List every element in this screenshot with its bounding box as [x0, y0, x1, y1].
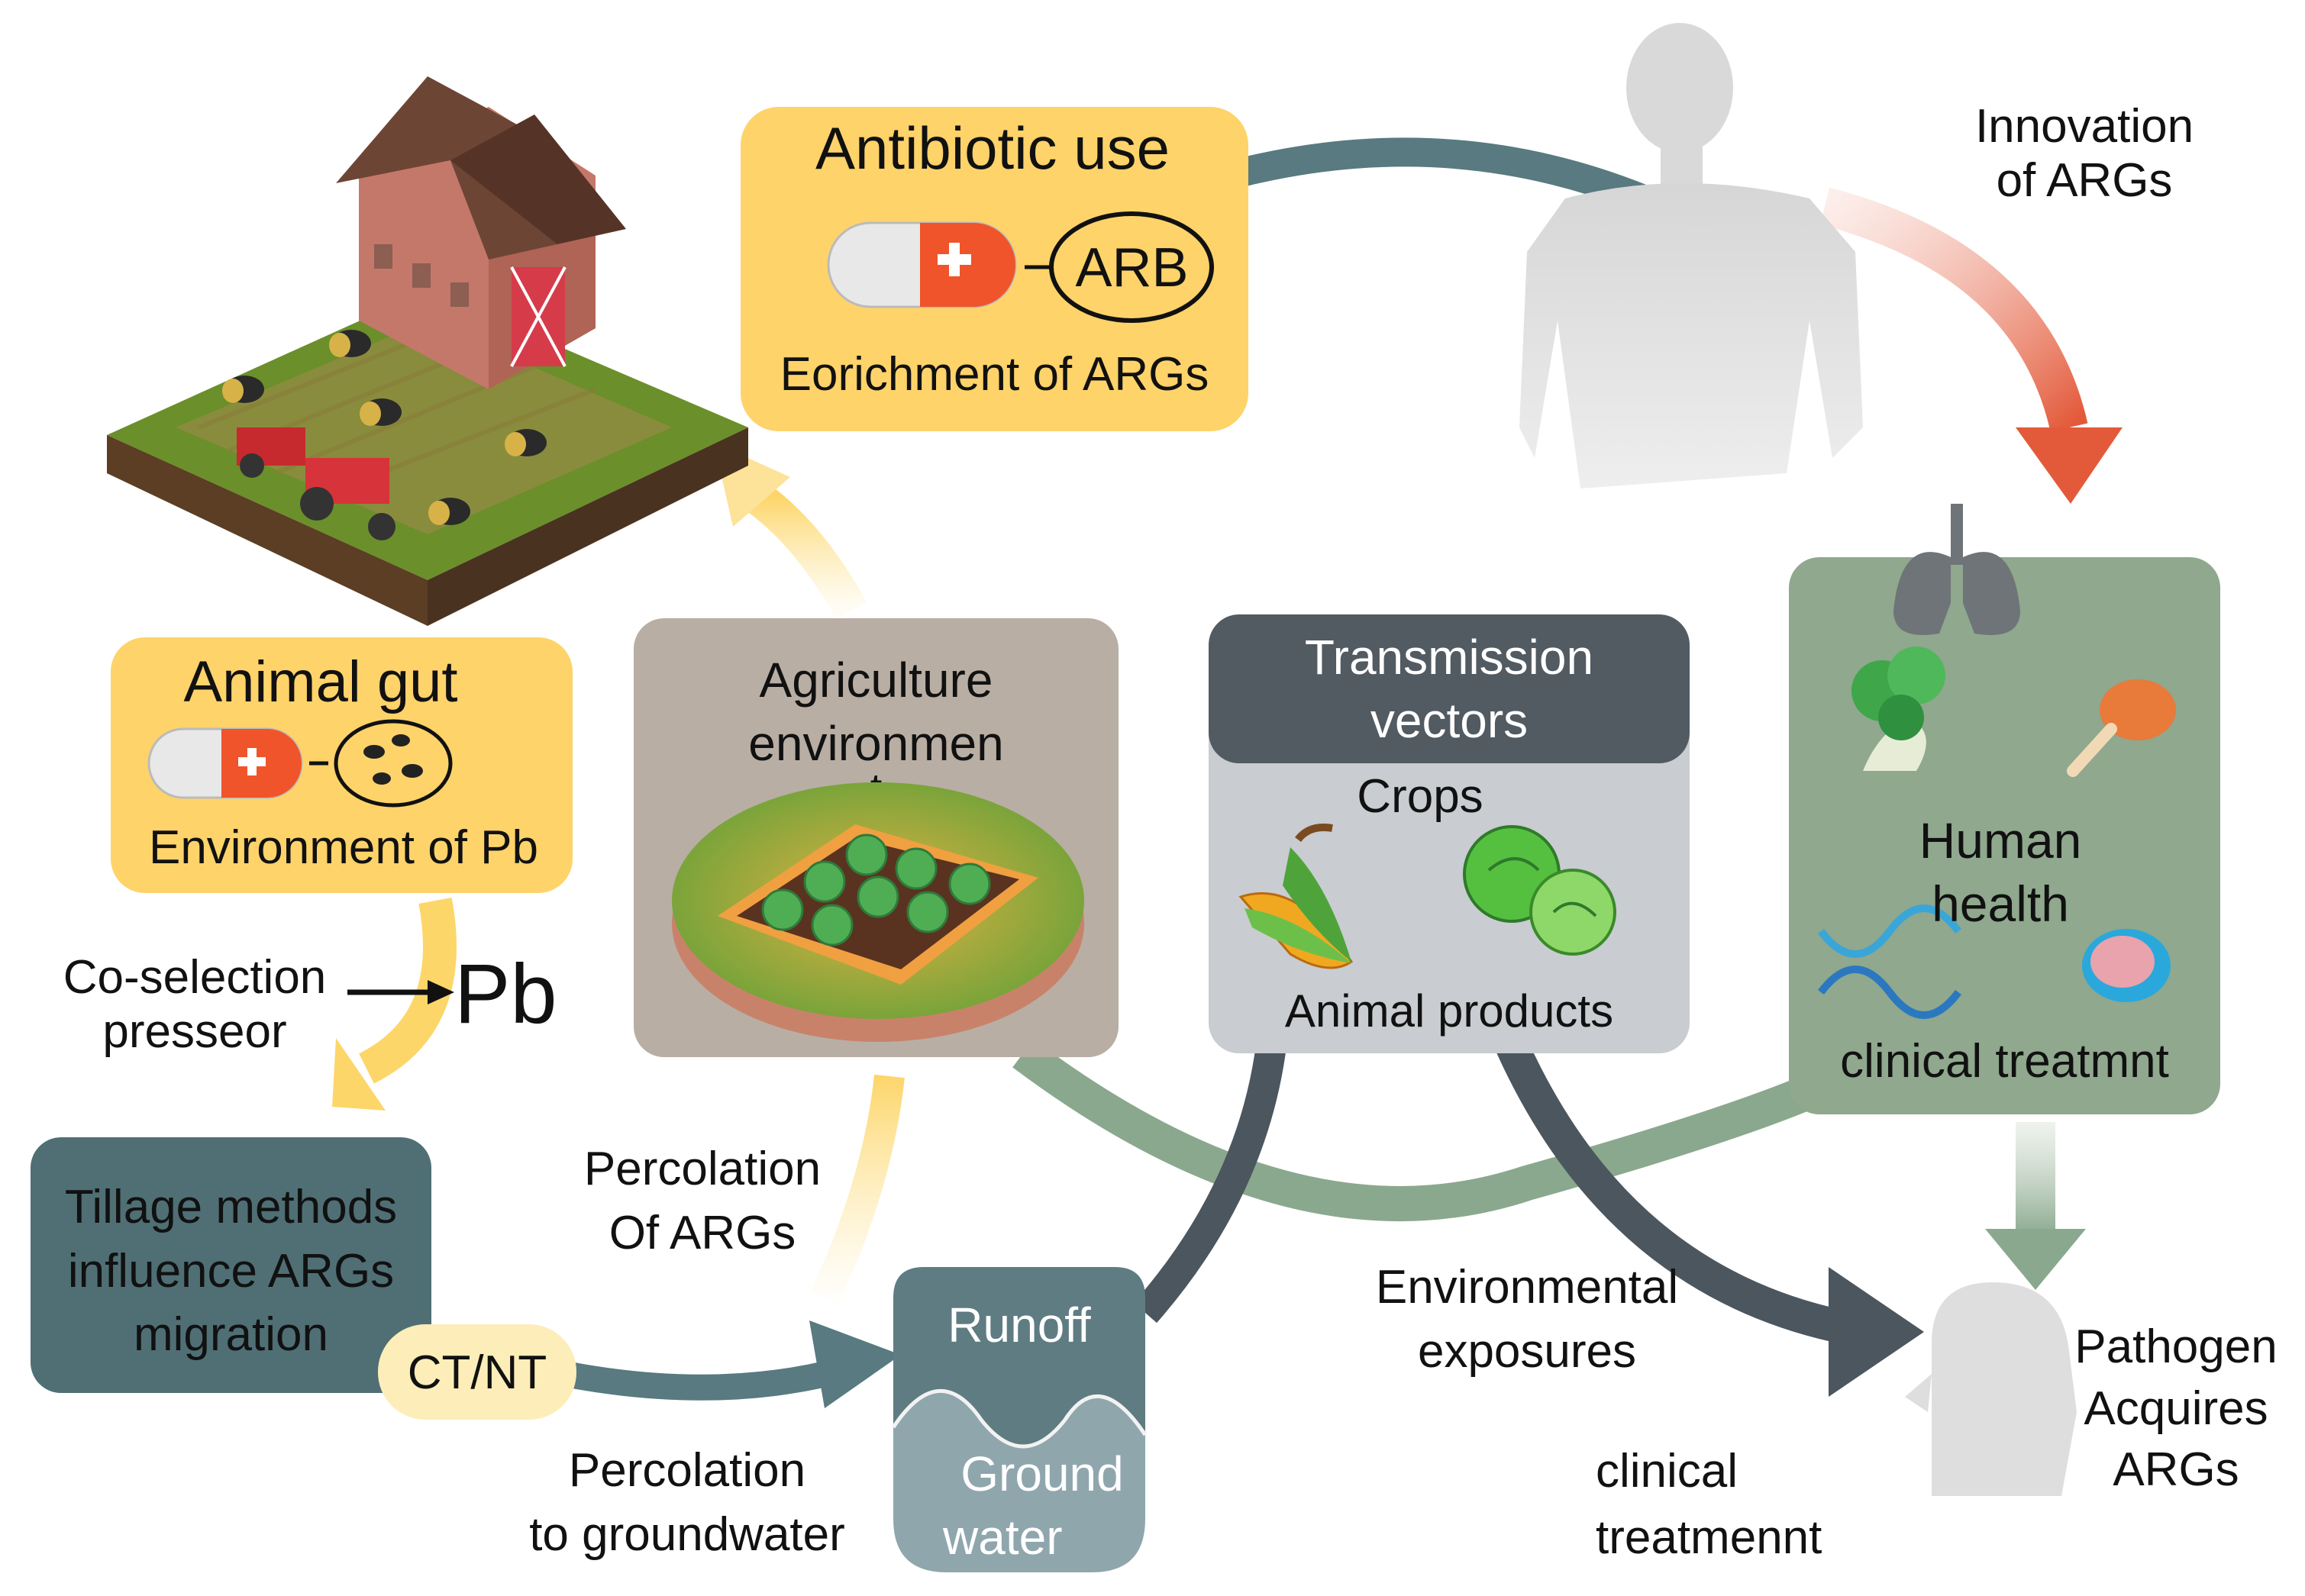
innovation-of-args-label: Innovation of ARGs — [1939, 99, 2229, 208]
arb-label: ARB — [1075, 237, 1189, 298]
percolation-to-groundwater-line2: to groundwater — [529, 1507, 845, 1561]
ct-nt-badge — [378, 1324, 576, 1420]
antibiotic-use-title: Antibiotic use — [815, 114, 1170, 182]
pathogen-line3: ARGs — [2113, 1443, 2239, 1497]
environmental-line2: exposures — [1417, 1324, 1637, 1378]
tillage-title: Tillage methods influence ARGs migration — [31, 1175, 431, 1367]
arrow-transmission-to-runoff — [1133, 1043, 1286, 1324]
arrow-green-arc — [1012, 1039, 1816, 1221]
transmission-line2: vectors — [1370, 693, 1529, 749]
innovation-line2: of ARGs — [1996, 154, 2173, 208]
arrow-innovation-of-args — [1819, 187, 2088, 432]
transmission-line1: Transmission — [1304, 630, 1594, 685]
environmental-exposures-label: Environmental exposures — [1344, 1256, 1710, 1383]
arrow-agriculture-to-antibiotic — [745, 482, 867, 620]
human-health-box — [1789, 557, 2220, 1114]
farm-illustration — [107, 76, 748, 626]
clinical-bottom-line2: treatmennt — [1596, 1511, 1822, 1564]
arrow-percolation-of-args — [810, 1074, 905, 1304]
percolation-to-groundwater-label: Percolation to groundwater — [496, 1439, 878, 1566]
percolation-to-groundwater-line1: Percolation — [568, 1444, 806, 1497]
arrow-transmission-to-pathogen — [1496, 1038, 1851, 1345]
enrichment-of-args-label: Eorichment of ARGs — [780, 348, 1209, 401]
environmental-line1: Environmental — [1375, 1261, 1679, 1314]
animal-gut-title: Animal gut — [183, 650, 458, 714]
arrow-health-to-pathogen-head — [1985, 1229, 2086, 1290]
tillage-line2: influence ARGs — [67, 1244, 395, 1298]
arrow-transmission-head — [1829, 1267, 1924, 1397]
tillage-box — [31, 1137, 431, 1393]
clinical-bottom-line1: clinical — [1596, 1445, 1738, 1498]
co-selection-label: Co-selection presseor — [42, 950, 347, 1059]
arrow-gut-to-tillage — [358, 897, 457, 1084]
crops-label: Crops — [1357, 770, 1483, 823]
clinical-treatment-label: clinical treatmnt — [1840, 1035, 2169, 1088]
human-health-line1: Human — [1919, 812, 2082, 869]
tillage-line1: Tillage methods — [64, 1181, 398, 1233]
arrow-antibiotic-to-human — [1241, 137, 1648, 212]
environment-of-pb-label: Environment of Pb — [148, 821, 539, 874]
co-selection-line1: Co-selection — [63, 951, 327, 1004]
arrow-ctnt-head — [809, 1320, 901, 1408]
pathogen-line1: Pathogen — [2074, 1320, 2278, 1373]
human-health-line2: health — [1932, 875, 2069, 932]
pathogen-head-illustration — [1905, 1282, 2077, 1496]
animal-products-label: Animal products — [1284, 985, 1614, 1037]
co-selection-line2: presseor — [102, 1005, 287, 1059]
groundwater-line1: Ground — [960, 1446, 1124, 1501]
runoff-label: Runoff — [948, 1298, 1091, 1353]
transmission-vectors-header — [1209, 614, 1690, 763]
pathogen-acquires-args-label: Pathogen Acquires ARGs — [2054, 1317, 2298, 1501]
pb-label: Pb — [454, 947, 557, 1041]
agriculture-line2: environmen — [748, 716, 1004, 772]
percolation-of-args-line2: Of ARGs — [609, 1206, 796, 1259]
pathogen-line2: Acquires — [2084, 1382, 2268, 1435]
transmission-vectors-title: Transmission vectors — [1209, 626, 1690, 753]
agriculture-line1: Agriculture — [759, 653, 993, 708]
clinical-treatment-bottom-label: clinical treatmennt — [1596, 1439, 1871, 1572]
arrow-ctnt-to-runoff — [562, 1353, 859, 1401]
human-health-title: Human health — [1886, 809, 2115, 935]
groundwater-line2: water — [943, 1510, 1063, 1565]
arrow-gut-head — [332, 1038, 386, 1111]
arrow-innovation-head — [2016, 427, 2123, 504]
tillage-line3: migration — [134, 1308, 328, 1362]
innovation-line1: Innovation — [1974, 100, 2194, 153]
human-body-illustration — [1519, 23, 1863, 488]
arrow-health-to-pathogen-shaft — [2016, 1122, 2055, 1236]
agriculture-line3: t — [870, 764, 883, 813]
agriculture-environment-title: Agriculture environmen t — [634, 649, 1119, 813]
percolation-of-args-line1: Percolation — [583, 1143, 822, 1195]
groundwater-label: Ground water — [916, 1443, 1168, 1569]
percolation-of-args-label: Percolation Of ARGs — [557, 1137, 847, 1265]
ct-nt-label: CT/NT — [407, 1346, 547, 1399]
